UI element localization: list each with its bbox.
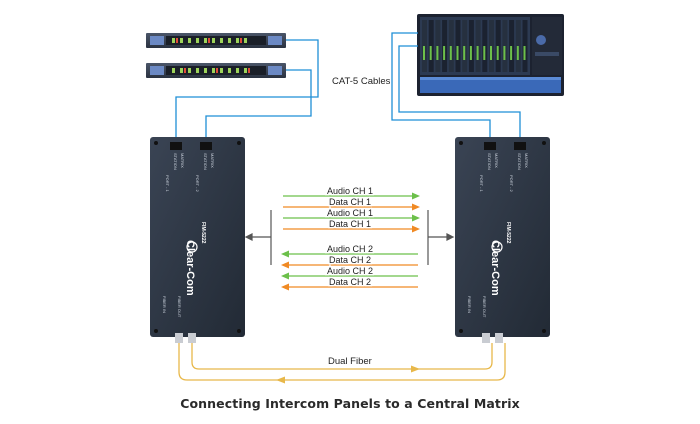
matrix-card-led [469,46,472,60]
signal-label: Data CH 1 [329,197,371,207]
fiber-interface-left: STATION MATRIX PORT - 1 STATION MATRIX P… [150,137,245,343]
right-brand-text: Clear-Com [489,240,501,296]
matrix-card-led [463,46,466,60]
fiber-label: Dual Fiber [328,356,372,367]
intercom-panel-2 [146,63,286,78]
right-matrix-label: MATRIX [494,153,499,168]
right-model-text: FIM-5222 [505,222,511,244]
signal-row: Data CH 2 [281,254,418,269]
matrix-card-led [436,46,439,60]
signal-label: Audio CH 2 [327,244,373,254]
signal-label: Audio CH 1 [327,186,373,196]
fiber-interface-right: STATION MATRIX PORT - 1 STATION MATRIX P… [455,137,550,343]
figure-caption: Connecting Intercom Panels to a Central … [180,396,520,411]
signal-arrowhead [281,261,289,269]
signal-arrowhead [412,214,420,222]
matrix-card-led [510,46,513,60]
matrix-card-led [503,46,506,60]
left-bracket [244,210,272,265]
right-port1-label: PORT - 1 [479,175,484,193]
fiber-arrow-left [276,376,285,384]
signal-arrowhead [281,283,289,291]
right-station-label: STATION [487,153,492,170]
right-bracket [427,210,455,265]
left-brand-logo: Clear-Com FIM-5222 [184,222,206,296]
signal-label: Data CH 2 [329,255,371,265]
left-brand-text: Clear-Com [184,240,196,296]
right-fiber-out-label: FIBER OUT [482,296,487,318]
matrix-card-led [429,46,432,60]
signal-arrowhead [412,192,420,200]
signal-arrowhead [281,250,289,258]
right-port2-label: PORT - 2 [509,175,514,193]
right-matrix-label-2: MATRIX [524,153,529,168]
cables-label: CAT-5 Cables [332,76,391,87]
signal-row: Audio CH 2 [281,265,418,280]
right-brand-logo: Clear-Com FIM-5222 [489,222,511,296]
signal-row: Data CH 2 [281,276,418,291]
intercom-panel-1 [146,33,286,48]
signal-arrowhead [412,203,420,211]
signal-row: Audio CH 2 [281,243,418,258]
central-matrix [417,14,564,96]
signal-label: Data CH 2 [329,277,371,287]
matrix-card-led [456,46,459,60]
signal-label: Data CH 1 [329,219,371,229]
signal-label: Audio CH 2 [327,266,373,276]
matrix-card-led [496,46,499,60]
matrix-card-led [423,46,425,60]
signal-arrowhead [412,225,420,233]
matrix-card-led [483,46,486,60]
left-station-label: STATION [173,153,178,170]
fiber-arrow-right [411,365,420,373]
left-port1-label: PORT - 1 [165,175,170,193]
left-fiber-out-label: FIBER OUT [177,296,182,318]
matrix-card-led [523,46,526,60]
cat5-cables [175,32,521,144]
right-station-label-2: STATION [517,153,522,170]
matrix-card-led [476,46,479,60]
left-port2-label: PORT - 2 [195,175,200,193]
signal-row: Data CH 1 [283,218,420,233]
left-model-text: FIM-5222 [200,222,206,244]
dual-fiber [178,343,506,381]
left-matrix-label: MATRIX [180,153,185,168]
left-station-label-2: STATION [203,153,208,170]
left-matrix-label-2: MATRIX [210,153,215,168]
signal-row: Audio CH 1 [283,185,420,200]
matrix-card-led [490,46,492,60]
left-fiber-in-label: FIBER IN [162,296,167,313]
matrix-card-led [443,46,446,60]
signal-row: Audio CH 1 [283,207,420,222]
signal-arrowhead [281,272,289,280]
signal-row: Data CH 1 [283,196,420,211]
matrix-card-led [516,46,519,60]
signal-label: Audio CH 1 [327,208,373,218]
matrix-card-led [449,46,452,60]
right-fiber-in-label: FIBER IN [467,296,472,313]
